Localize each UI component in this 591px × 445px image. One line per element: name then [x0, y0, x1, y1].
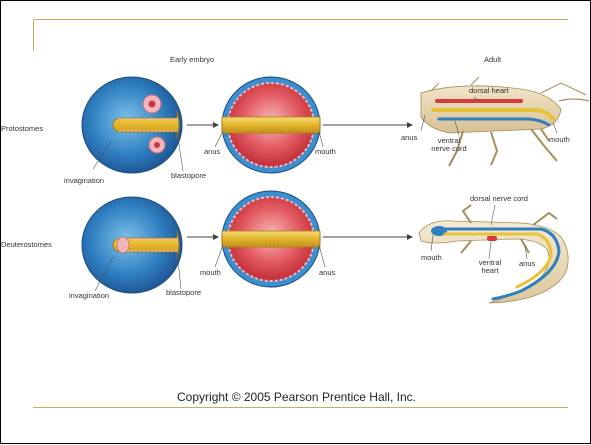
deuterostome-arrow-1 — [187, 234, 219, 240]
deuterostome-anus-embryo-label: anus — [319, 269, 335, 277]
protostome-blastopore-label: blastopore — [171, 172, 206, 180]
deuterostome-invagination-label: invagination — [69, 292, 109, 300]
deuterostomes-label: Deuterostomes — [1, 241, 52, 249]
deuterostome-coelom-embryo — [222, 191, 320, 287]
protostome-arrow-2 — [323, 122, 413, 128]
deuterostome-blastopore-label: blastopore — [166, 289, 201, 297]
protostomes-label: Protostomes — [1, 125, 43, 133]
ventral-nerve-cord-label: ventral nerve cord — [429, 137, 469, 153]
deuterostome-gastrula — [82, 197, 182, 293]
ventral-heart-label: ventral heart — [473, 259, 507, 275]
deuterostome-mouth-adult-label: mouth — [421, 254, 442, 262]
dorsal-heart-label: dorsal heart — [469, 87, 509, 95]
copyright-text: Copyright © 2005 Pearson Prentice Hall, … — [1, 390, 591, 404]
deuterostome-arrow-2 — [323, 234, 413, 240]
deuterostome-anus-adult-label: anus — [519, 260, 535, 268]
ventral-nerve-cord-line-2: nerve cord — [431, 144, 466, 153]
early-embryo-heading: Early embryo — [170, 56, 214, 64]
dorsal-nerve-cord-label: dorsal nerve cord — [470, 195, 528, 203]
protostome-anus-adult-label: anus — [401, 134, 417, 142]
protostome-invagination-label: invagination — [64, 177, 104, 185]
protostome-gastrula — [82, 77, 182, 173]
deuterostome-mouth-embryo-label: mouth — [200, 269, 221, 277]
ventral-heart-line-2: heart — [481, 266, 498, 275]
protostome-mouth-embryo-label: mouth — [315, 148, 336, 156]
protostome-arrow-1 — [187, 122, 219, 128]
protostome-mouth-adult-label: mouth — [549, 136, 570, 144]
bottom-rule — [33, 407, 568, 408]
adult-heading: Adult — [484, 56, 501, 64]
protostome-coelom-embryo — [222, 77, 320, 173]
protostome-anus-embryo-label: anus — [204, 148, 220, 156]
